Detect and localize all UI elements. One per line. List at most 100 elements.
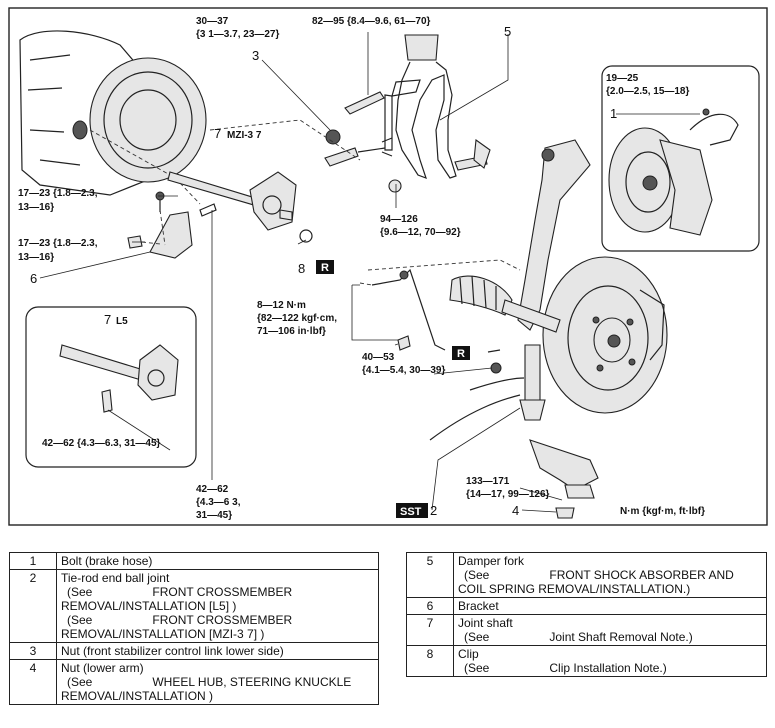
see-prefix: (See (67, 613, 93, 627)
legend-row: 7 Joint shaft(See Joint Shaft Removal Note… (406, 614, 767, 646)
damper-fork (384, 34, 457, 180)
legend-item-description: Joint shaft(See Joint Shaft Removal Note.… (453, 614, 767, 646)
legend-text-line: REMOVAL/INSTALLATION [L5] ) (61, 599, 237, 613)
replace-tag-clip-text: R (321, 262, 329, 274)
legend-item-description: Clip(See Clip Installation Note.) (453, 645, 767, 677)
replace-tag-clip (316, 260, 334, 274)
legend-item-number: 8 (406, 645, 454, 677)
sst-tag (396, 503, 428, 518)
legend-see-reference: (See FRONT CROSSMEMBER (61, 613, 374, 627)
callout-4: 4 (512, 503, 519, 518)
callout-8: 8 (298, 261, 305, 276)
see-reference-link[interactable]: FRONT CROSSMEMBER (152, 585, 293, 599)
legend-row: 3 Nut (front stabilizer control link lowe… (9, 642, 379, 660)
legend-item-number: 7 (406, 614, 454, 646)
torque-spec-bracket-nut: 17—23 {1.8—2.3,13—16} (18, 238, 98, 263)
see-prefix: (See (464, 630, 490, 644)
torque-spec-brake-hose-bolt: 19—25{2.0—2.5, 15—18} (606, 73, 689, 97)
legend-row: 8 Clip(See Clip Installation Note.) (406, 645, 767, 677)
legend-text-line: REMOVAL/INSTALLATION [MZI-3 7] ) (61, 627, 265, 641)
see-reference-link[interactable]: Joint Shaft Removal Note.) (549, 630, 693, 644)
torque-spec-mzi-bearing-bolt: 42—62{4.3—6 3,31—45} (196, 484, 241, 521)
torque-spec-bracket-bolt: 17—23 {1.8—2.3,13—16} (18, 188, 98, 213)
legend-row: 6 Bracket (406, 597, 767, 615)
legend-item-number: 6 (406, 597, 454, 615)
drive-shaft (449, 275, 561, 333)
legend-text-line: Damper fork (458, 554, 525, 568)
see-prefix: (See (67, 585, 93, 599)
legend-text-line: Nut (lower arm) (61, 661, 144, 675)
callout-1: 1 (610, 106, 617, 121)
torque-spec-l5-bearing-bolt: 42—62 {4.3—6.3, 31—45} (42, 438, 161, 449)
legend-text-line: Nut (front stabilizer control link lower… (61, 644, 284, 658)
legend-text-line: REMOVAL/INSTALLATION ) (61, 689, 214, 703)
callout-5: 5 (504, 24, 511, 39)
replace-tag-hose-bolt-text: R (457, 348, 465, 360)
see-reference-link[interactable]: FRONT CROSSMEMBER (152, 613, 293, 627)
steering-knuckle (517, 139, 668, 414)
lower-arm-ball-joint (429, 344, 546, 441)
torque-spec-tie-rod-nut: 40—53{4.1—5.4, 30—39} (362, 352, 445, 376)
brake-caliper-inset (601, 65, 760, 252)
legend-item-number: 3 (9, 642, 57, 660)
legend-see-reference: (See WHEEL HUB, STEERING KNUCKLE (61, 675, 374, 689)
diagram-frame (8, 7, 768, 526)
see-reference-link[interactable]: FRONT SHOCK ABSORBER AND (549, 568, 734, 582)
brake-hose (371, 268, 502, 374)
legend-row: 5 Damper fork(See FRONT SHOCK ABSORBER AND… (406, 552, 767, 598)
legend-text-line: Clip (458, 647, 479, 661)
torque-spec-stabilizer-nut: 30—37{3 1—3.7, 23—27} (196, 16, 279, 40)
tie-rod-end (529, 439, 599, 519)
callout-7-mzi: 7 (214, 126, 221, 141)
replace-tag-hose-bolt (452, 346, 470, 360)
legend-item-number: 2 (9, 569, 57, 643)
torque-spec-damper-fork-bolt: 82—95 {8.4—9.6, 61—70} (312, 16, 431, 27)
legend-text-line: COIL SPRING REMOVAL/INSTALLATION.) (458, 582, 691, 596)
see-prefix: (See (67, 675, 93, 689)
callout-7-l5: 7 (104, 312, 111, 327)
units-note: N·m {kgf·m, ft·lbf} (620, 506, 705, 517)
see-prefix: (See (464, 568, 490, 582)
joint-shaft-l5-inset (25, 306, 197, 468)
legend-see-reference: (See Joint Shaft Removal Note.) (458, 630, 762, 644)
see-reference-link[interactable]: Clip Installation Note.) (549, 661, 667, 675)
clip (299, 229, 313, 243)
legend-text-line: Joint shaft (458, 616, 513, 630)
bracket (127, 191, 217, 259)
see-reference-link[interactable]: WHEEL HUB, STEERING KNUCKLE (152, 675, 352, 689)
legend-see-reference: (See FRONT SHOCK ABSORBER AND (458, 568, 762, 582)
sst-tag-text: SST (400, 506, 422, 518)
callout-6: 6 (30, 271, 37, 286)
variant-label-mzi: MZI-3 7 (227, 130, 262, 141)
transmission-housing (19, 30, 207, 196)
legend-row: 1 Bolt (brake hose) (9, 552, 379, 570)
legend-row: 4 Nut (lower arm)(See WHEEL HUB, STEERING … (9, 659, 379, 705)
callout-3: 3 (252, 48, 259, 63)
legend-item-number: 4 (9, 659, 57, 705)
exploded-assembly-diagram: 30—37{3 1—3.7, 23—27} 82—95 {8.4—9.6, 61… (8, 7, 768, 526)
joint-shaft-mzi (167, 171, 297, 231)
legend-item-description: Nut (lower arm)(See WHEEL HUB, STEERING K… (56, 659, 379, 705)
legend-item-description: Bolt (brake hose) (56, 552, 379, 570)
legend-see-reference: (See Clip Installation Note.) (458, 661, 762, 675)
stabilizer-link-bolts (324, 91, 491, 193)
legend-see-reference: (See FRONT CROSSMEMBER (61, 585, 374, 599)
legend-item-number: 5 (406, 552, 454, 598)
variant-label-l5: L5 (116, 316, 128, 327)
legend-item-description: Bracket (453, 597, 767, 615)
legend-item-number: 1 (9, 552, 57, 570)
legend-text-line: Bracket (458, 599, 499, 613)
legend-item-description: Nut (front stabilizer control link lower… (56, 642, 379, 660)
callout-2: 2 (430, 503, 437, 518)
see-prefix: (See (464, 661, 490, 675)
legend-text-line: Tie-rod end ball joint (61, 571, 170, 585)
legend-text-line: Bolt (brake hose) (61, 554, 153, 568)
torque-spec-damper-fork-nut: 94—126{9.6—12, 70—92} (380, 214, 461, 238)
torque-spec-lower-arm-nut: 133—171{14—17, 99—126} (466, 476, 550, 500)
torque-spec-brake-hose-bracket: 8—12 N·m{82—122 kgf·cm,71—106 in·lbf} (257, 300, 337, 337)
